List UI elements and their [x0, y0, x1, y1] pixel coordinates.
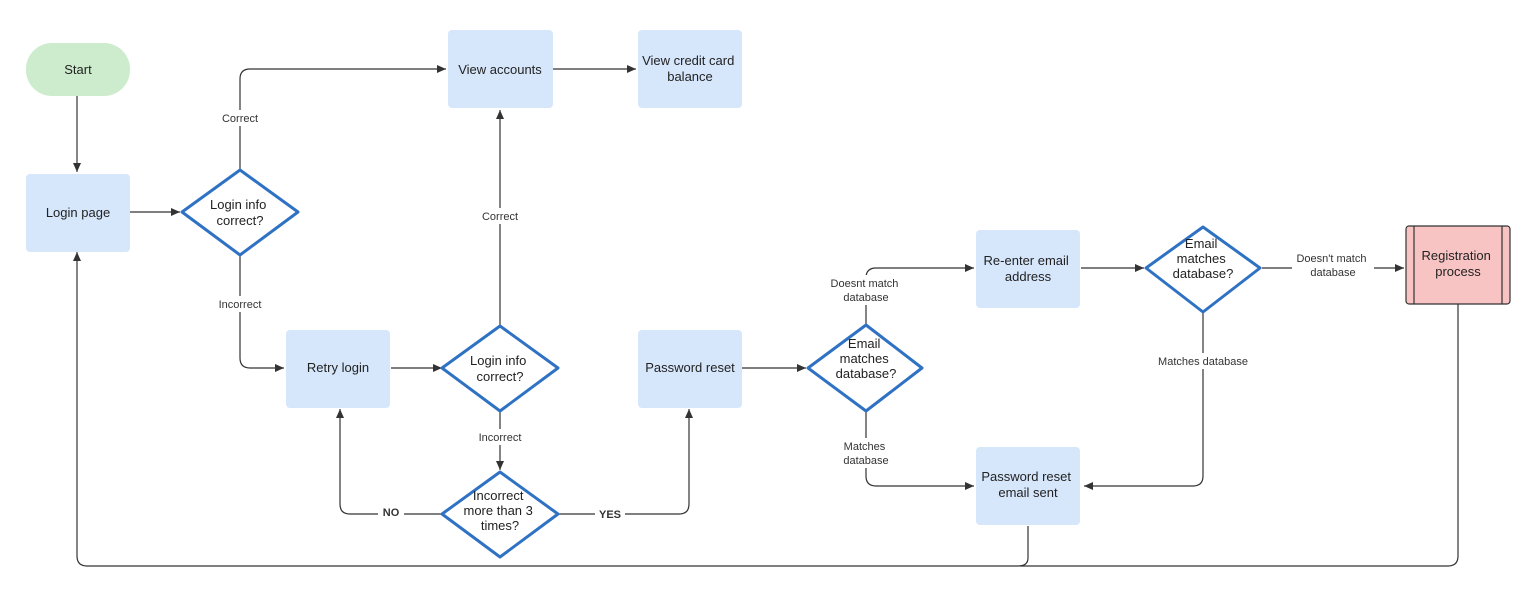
edge-yes	[558, 409, 693, 515]
node-reenter-email[interactable]: Re-enter email address	[976, 230, 1080, 308]
node-password-reset[interactable]: Password reset	[638, 330, 742, 408]
node-view-credit-card-balance[interactable]: View credit card balance	[638, 30, 742, 108]
edge-check1-incorrect	[239, 256, 284, 372]
node-login-page-label: Login page	[46, 205, 110, 220]
edge-registration-return	[1020, 304, 1459, 567]
decision-email-match-1[interactable]: Email matches database?	[806, 323, 924, 413]
label-no: NO	[383, 507, 400, 519]
node-view-credit-label: View credit card balance	[642, 53, 738, 84]
label-yes: YES	[599, 509, 621, 521]
decision-incorrect-3-label: Incorrect more than 3 times?	[464, 488, 537, 533]
decision-email-match-1-label: Email matches database?	[836, 336, 897, 381]
node-reset-sent-label: Password reset email sent	[981, 469, 1074, 500]
decision-login-check-2[interactable]: Login info correct?	[440, 324, 560, 413]
label-correct-2: Correct	[482, 211, 518, 223]
edge-email2-matches	[1084, 313, 1204, 490]
decision-email-match-2[interactable]: Email matches database?	[1144, 225, 1262, 314]
node-view-accounts[interactable]: View accounts	[448, 30, 553, 108]
node-password-reset-label: Password reset	[645, 360, 735, 375]
label-doesnt-match-1: Doesnt match database	[831, 278, 902, 304]
edge-no	[336, 409, 442, 515]
edge-email1-matches	[865, 412, 974, 490]
decision-login-check-1-label: Login info correct?	[210, 197, 270, 228]
decision-login-check-1[interactable]: Login info correct?	[180, 168, 300, 257]
connectors	[73, 65, 1459, 567]
node-start-label: Start	[64, 62, 92, 77]
decision-email-match-2-label: Email matches database?	[1173, 236, 1234, 281]
node-password-reset-email-sent[interactable]: Password reset email sent	[976, 447, 1080, 525]
label-incorrect-1: Incorrect	[219, 299, 262, 311]
node-start[interactable]: Start	[26, 43, 130, 96]
label-matches-2: Matches database	[1158, 356, 1248, 368]
node-retry-login-label: Retry login	[307, 360, 369, 375]
node-reenter-email-label: Re-enter email address	[984, 253, 1073, 284]
decision-login-check-2-label: Login info correct?	[470, 353, 530, 384]
edge-labels: Correct Incorrect Correct Incorrect NO Y…	[213, 110, 1374, 523]
decision-incorrect-3-times[interactable]: Incorrect more than 3 times?	[440, 470, 560, 559]
node-registration-label: Registration process	[1422, 248, 1495, 279]
label-doesnt-match-2: Doesn't match database	[1296, 253, 1369, 279]
label-matches-1: Matches database	[843, 441, 888, 467]
node-registration-process[interactable]: Registration process	[1405, 225, 1511, 305]
label-correct-1: Correct	[222, 113, 258, 125]
node-view-accounts-label: View accounts	[458, 62, 542, 77]
node-login-page[interactable]: Login page	[26, 174, 130, 252]
edge-reset-sent-return	[73, 252, 1029, 567]
node-retry-login[interactable]: Retry login	[286, 330, 390, 408]
edge-check1-correct	[239, 65, 446, 170]
label-incorrect-2: Incorrect	[479, 432, 522, 444]
